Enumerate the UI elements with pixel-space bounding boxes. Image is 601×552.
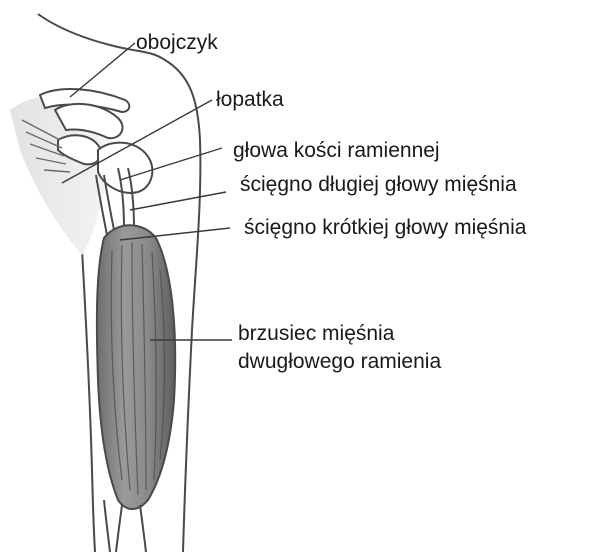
- label-scapula: łopatka: [216, 88, 284, 112]
- leader-line-clavicle: [70, 43, 135, 97]
- label-muscle-belly-line1: brzusiec mięśnia: [238, 320, 441, 348]
- leader-line-long-head-tendon: [130, 192, 226, 210]
- label-short-head-tendon: ścięgno krótkiej głowy mięśnia: [244, 216, 526, 240]
- label-muscle-belly: brzusiec mięśnia dwugłowego ramienia: [238, 320, 441, 376]
- label-long-head-tendon: ścięgno długiej głowy mięśnia: [240, 173, 517, 197]
- label-muscle-belly-line2: dwugłowego ramienia: [238, 348, 441, 376]
- label-humeral-head: głowa kości ramiennej: [233, 139, 440, 163]
- label-clavicle: obojczyk: [136, 31, 218, 55]
- biceps-muscle-belly: [97, 225, 175, 509]
